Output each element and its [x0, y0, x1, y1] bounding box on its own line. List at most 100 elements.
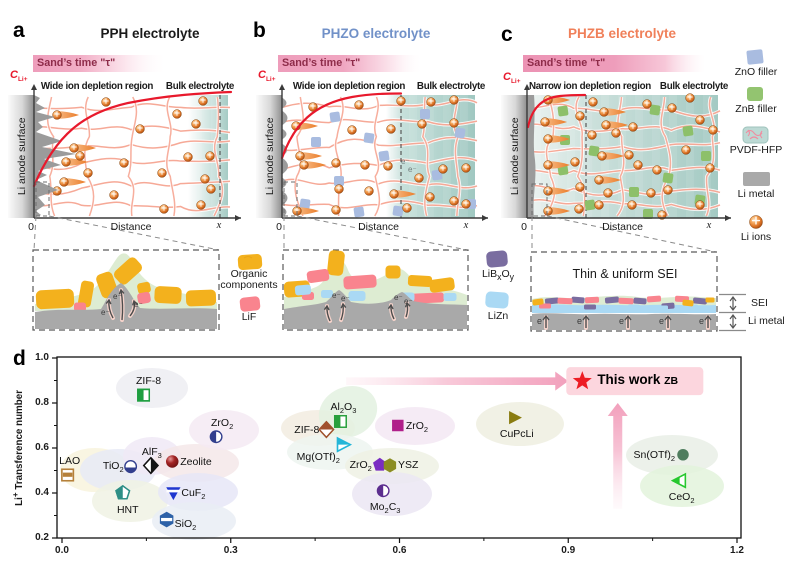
li-metal-layer [35, 283, 217, 329]
point-ellipse-CuPcLi [476, 402, 564, 446]
znb-filler-particle [557, 105, 569, 117]
this-work-suffix: ZB [664, 375, 679, 388]
side-legend-label-2: PVDF-HFP [729, 144, 783, 156]
bulk-electrolyte-label: Bulk electrolyte [165, 81, 235, 92]
electron-label: e [659, 316, 665, 326]
li-ion-plus [601, 108, 607, 114]
y-axis-arrowhead [279, 84, 285, 90]
li-anode-surface-bar [256, 95, 282, 218]
trend-arrow-horizontal [346, 371, 569, 391]
li-ion-plus [590, 98, 596, 104]
li-ion-plus [463, 200, 469, 206]
zno-filler-particle [420, 109, 430, 119]
x-axis-arrowhead [725, 215, 731, 221]
bulk-electrolyte-label: Bulk electrolyte [659, 81, 729, 92]
polymer-strand [453, 96, 461, 217]
organic-component-blob [385, 265, 401, 279]
marker-CeO2 [672, 476, 680, 485]
li-ion-plus [428, 98, 434, 104]
znb-filler-particle [584, 199, 596, 211]
electron-arrowhead [624, 314, 632, 321]
lif-blob [557, 297, 573, 305]
organic-component-blob [137, 281, 151, 295]
organic-component-blob [429, 277, 455, 293]
li-metal-annotation: Li metal [748, 315, 785, 327]
marker-HNT [115, 485, 131, 500]
electron-arrowhead [387, 303, 394, 310]
point-ellipse-ZrO2-b [375, 407, 455, 445]
electron-label: e [537, 316, 543, 326]
electron-arrowhead [704, 314, 712, 321]
organic-components-swatch [237, 253, 263, 271]
this-work-star [572, 371, 592, 390]
sei-annotation: SEI [751, 297, 768, 309]
li-ion-trail [299, 207, 319, 215]
polymer-strand [660, 96, 672, 217]
depletion-region-label: Wide ion depletion region [292, 81, 406, 92]
x-axis-label: Distance [110, 221, 152, 233]
x-origin-label: 0 [276, 221, 282, 233]
li-anode-surface-bar [501, 95, 527, 218]
point-ellipse-Mo2C3 [352, 472, 432, 516]
x-axis-label: Distance [358, 221, 399, 233]
electron-arrowhead [132, 299, 138, 306]
point-ellipse-ZIF-8 [116, 368, 188, 408]
li-ion-plus [111, 191, 117, 197]
li-ion-plus [356, 101, 362, 107]
li-ion-plus [629, 201, 635, 207]
point-ellipse-HNT [92, 480, 168, 522]
point-label-ZrO2-b: ZrO2 [405, 419, 429, 434]
electron-label: e⁻ [401, 157, 410, 166]
panel-a-title: PPH electrolyte [100, 26, 200, 41]
li-ion-plus [669, 104, 675, 110]
li-ion-plus [333, 206, 339, 212]
marker-CuF2 [166, 489, 181, 493]
lif-blob [137, 291, 151, 305]
zoom-connector-line [33, 215, 37, 251]
depletion-region-label: Narrow ion depletion region [529, 81, 651, 92]
li-ion-plus [198, 201, 204, 207]
li-metal-icon [743, 172, 770, 186]
x-tick-label: 0.6 [392, 545, 407, 556]
li-ion-plus [613, 129, 619, 135]
inset-a-sei [32, 249, 220, 331]
bulk-stripe [669, 95, 677, 218]
li-ion-plus [687, 94, 693, 100]
li-ion-plus [630, 123, 636, 129]
li-ion-trail [66, 178, 86, 186]
li-ion-plus [121, 159, 127, 165]
li-ion-trail [606, 108, 626, 116]
x-tick-label: 1.2 [730, 545, 744, 556]
marker-MgOTf2 [336, 436, 352, 453]
zno-filler-particle [299, 198, 311, 210]
polymer-strand [374, 96, 381, 217]
point-label-ZIF-8: ZIF-8 [136, 375, 162, 388]
li-ion-trail [302, 152, 322, 160]
znb-filler-particle [643, 209, 653, 219]
electron-arrow [120, 289, 124, 321]
li-ion-trail [550, 187, 570, 195]
li-ion-plus [599, 152, 605, 158]
trend-arrow-vertical [607, 403, 628, 509]
marker-AlF3 [142, 456, 159, 475]
marker-Al2O3 [333, 415, 347, 428]
li-ion-trail [298, 122, 318, 130]
concentration-axis-label: CLi+ [10, 69, 28, 84]
y-tick-label: 0.2 [35, 532, 49, 543]
li-ion-plus [77, 152, 83, 158]
lif-blob [584, 296, 600, 304]
electron-label: e [699, 316, 705, 326]
panel-c-graphics [501, 84, 731, 221]
point-label-ZrO2-c: ZrO2 [349, 458, 372, 473]
sand-time-bar [278, 55, 423, 72]
li-ion-trail [396, 190, 416, 198]
zoom-connector-line [48, 215, 220, 251]
lif-swatch [239, 296, 261, 312]
li-ion-plus [63, 158, 69, 164]
li-ion-plus [654, 166, 660, 172]
li-ion-plus [202, 175, 208, 181]
side-legend-label-1: ZnB filler [735, 103, 777, 115]
bulk-stripe [567, 95, 575, 218]
panel-d-label: d [13, 347, 26, 370]
electron-label: e⁻ [404, 297, 413, 306]
